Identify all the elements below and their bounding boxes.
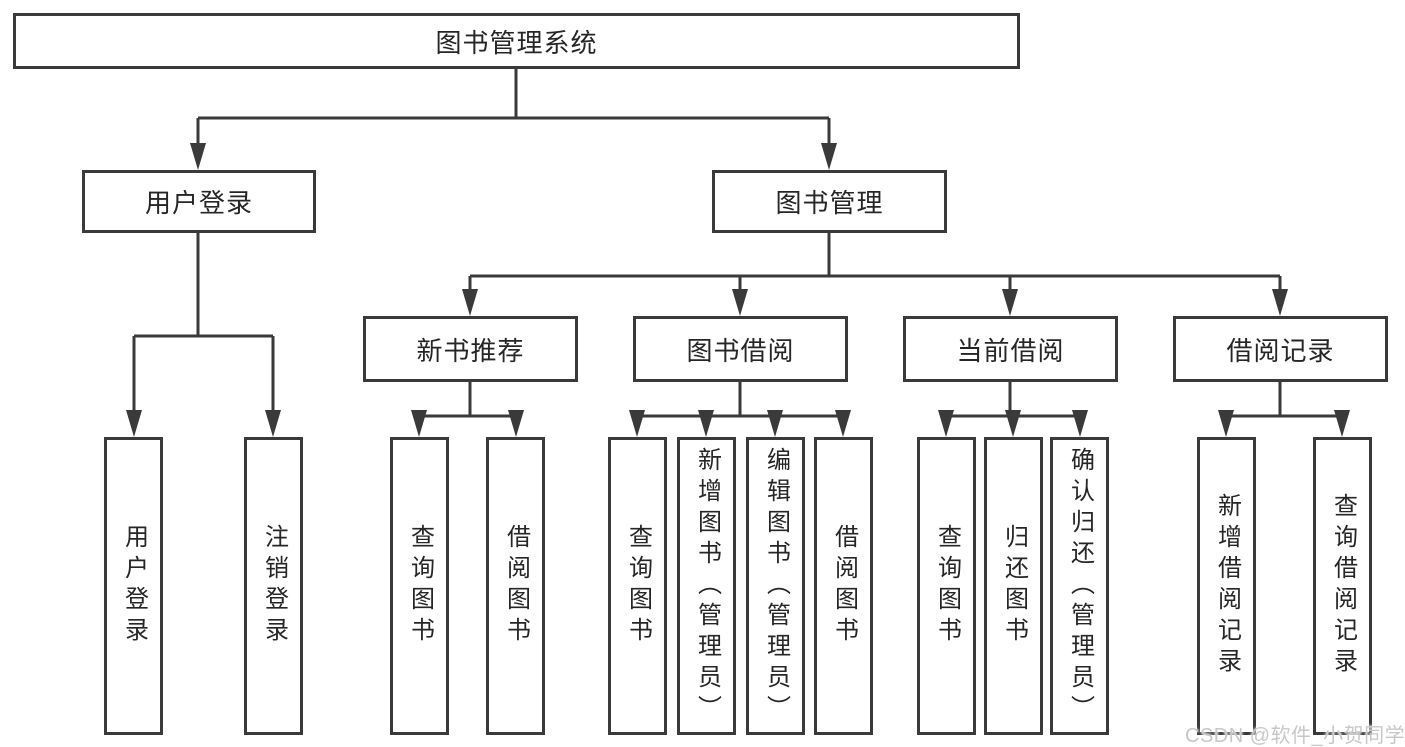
node-current-return-books: 归还图书 [984, 437, 1043, 735]
csdn-watermark: CSDN @软件_小贺同学 [1185, 725, 1405, 747]
edges-user-login [126, 233, 281, 437]
arrowhead-icon [821, 143, 837, 170]
arrowhead-icon [938, 410, 954, 437]
node-user-login-leaf: 用户登录 [104, 437, 163, 735]
node-label: 新增借阅记录 [1213, 493, 1241, 679]
arrowhead-icon [698, 410, 714, 437]
node-label: 确认归还（管理员） [1066, 446, 1094, 726]
node-newrec-query-books: 查询图书 [390, 437, 449, 735]
node-root: 图书管理系统 [13, 13, 1020, 69]
node-label: 图书管理系统 [435, 27, 598, 58]
node-label: 查询图书 [624, 524, 652, 648]
arrowhead-icon [265, 410, 281, 437]
node-book-mgmt: 图书管理 [712, 170, 947, 233]
edges-book-mgmt [462, 233, 1288, 316]
node-label: 归还图书 [1000, 524, 1028, 648]
node-label: 用户登录 [120, 524, 148, 648]
arrowhead-icon [1334, 410, 1350, 437]
node-label: 查询图书 [406, 524, 434, 648]
node-borrow-records: 借阅记录 [1173, 316, 1388, 382]
node-current-query-books: 查询图书 [917, 437, 976, 735]
edges-borrow-records [1218, 382, 1350, 437]
node-label: 借阅图书 [502, 524, 530, 648]
arrowhead-icon [508, 410, 524, 437]
edges-root [190, 69, 837, 170]
arrowhead-icon [767, 410, 783, 437]
arrowhead-icon [732, 289, 748, 316]
node-logout-leaf: 注销登录 [244, 437, 303, 735]
edges-book-borrow [629, 382, 851, 437]
arrowhead-icon [126, 410, 142, 437]
node-new-book-rec: 新书推荐 [363, 316, 578, 382]
node-borrow-add-books-admin: 新增图书（管理员） [677, 437, 736, 735]
arrowhead-icon [629, 410, 645, 437]
arrowhead-icon [1218, 410, 1234, 437]
node-label: 借阅图书 [830, 524, 858, 648]
arrowhead-icon [1005, 410, 1021, 437]
node-label: 借阅记录 [1226, 335, 1335, 366]
node-user-login: 用户登录 [82, 170, 316, 233]
node-label: 用户登录 [144, 188, 253, 218]
node-borrow-query-books: 查询图书 [608, 437, 667, 735]
node-borrow-edit-books-admin: 编辑图书（管理员） [746, 437, 805, 735]
arrowhead-icon [411, 410, 427, 437]
node-label: 新书推荐 [416, 335, 525, 366]
node-label: 注销登录 [260, 524, 288, 648]
node-label: 编辑图书（管理员） [762, 446, 790, 726]
edges-new-book-rec [411, 382, 524, 437]
arrowhead-icon [190, 143, 206, 170]
arrowhead-icon [1002, 289, 1018, 316]
arrowhead-icon [835, 410, 851, 437]
node-label: 新增图书（管理员） [693, 446, 721, 726]
node-label: 图书管理 [775, 188, 884, 218]
node-current-confirm-return-admin: 确认归还（管理员） [1050, 437, 1109, 735]
node-newrec-borrow-books: 借阅图书 [486, 437, 545, 735]
edges-current-borrow [938, 382, 1088, 437]
node-label: 图书借阅 [686, 335, 795, 366]
node-label: 查询图书 [933, 524, 961, 648]
node-label: 当前借阅 [956, 335, 1065, 366]
arrowhead-icon [462, 289, 478, 316]
arrowhead-icon [1072, 410, 1088, 437]
node-book-borrow: 图书借阅 [633, 316, 848, 382]
node-records-query-record: 查询借阅记录 [1313, 437, 1372, 735]
node-borrow-borrow-books: 借阅图书 [814, 437, 873, 735]
node-current-borrow: 当前借阅 [903, 316, 1118, 382]
node-records-add-record: 新增借阅记录 [1197, 437, 1256, 735]
arrowhead-icon [1272, 289, 1288, 316]
node-label: 查询借阅记录 [1329, 493, 1357, 679]
